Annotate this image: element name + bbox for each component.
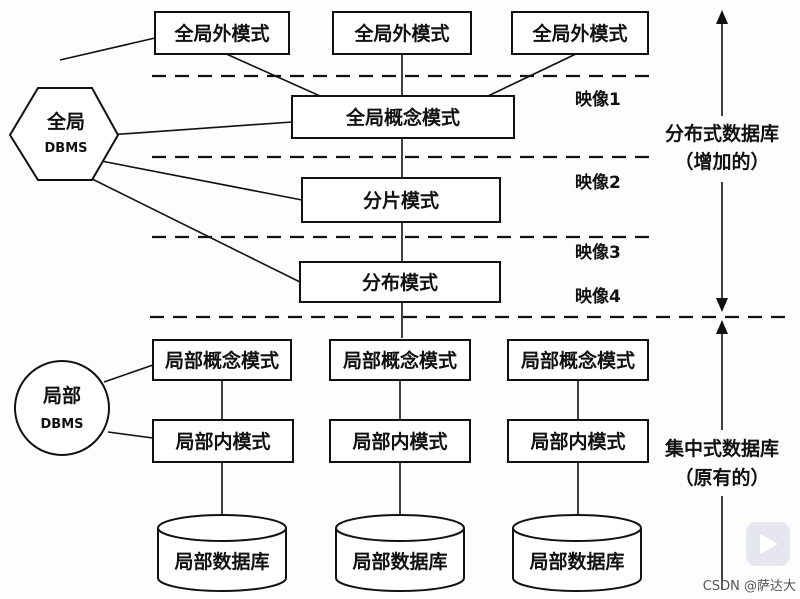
local-internal-schema-label: 局部内模式 [352,430,447,453]
distribution-schema-label: 分布模式 [362,271,438,294]
local-dbms-label: 局部 [43,384,81,407]
mapping-label-1: 映像1 [575,89,621,110]
global-dbms-sublabel: DBMS [45,141,88,156]
connector-gdbms-ext [59,37,156,61]
fragment-schema-label: 分片模式 [363,189,439,212]
distributed-label-line1: 分布式数据库 [665,122,779,145]
external-schema-2: 全局外模式 [332,11,472,55]
global-dbms-label: 全局 [46,110,85,133]
local-dbms-circle: 局部 DBMS [14,360,110,456]
local-database-label: 局部数据库 [174,550,269,573]
connector-lines [59,37,581,520]
distributed-label-line2: （增加的） [674,150,769,173]
local-database-3: 局部数据库 [512,514,642,592]
connector-ldbms-lcs [103,364,154,383]
centralized-database-label: 集中式数据库 （原有的） [662,430,782,496]
connector-ext1-gcs [221,51,321,97]
global-conceptual-schema-label: 全局概念模式 [345,106,460,129]
fragment-schema-box: 分片模式 [301,177,501,223]
local-database-label: 局部数据库 [529,550,624,573]
external-schema-label: 全局外模式 [353,22,449,45]
local-conceptual-schema-3: 局部概念模式 [507,339,649,381]
play-triangle-icon [760,534,778,554]
distribution-schema-box: 分布模式 [299,261,501,303]
local-internal-schema-3: 局部内模式 [507,419,649,463]
dashed-separators [150,74,785,319]
local-internal-schema-label: 局部内模式 [530,430,625,453]
local-database-label: 局部数据库 [352,550,447,573]
external-schema-3: 全局外模式 [511,11,649,55]
connector-ldbms-lis [107,431,154,439]
watermark-text: CSDN @萨达大 [703,579,796,594]
global-dbms-hexagon: 全局 DBMS [8,87,120,181]
external-schema-label: 全局外模式 [531,22,627,45]
local-database-2: 局部数据库 [335,514,465,592]
centralized-label-line2: （原有的） [674,466,769,489]
external-schema-1: 全局外模式 [154,11,290,55]
external-schema-label: 全局外模式 [173,22,269,45]
connector-gdbms-distribution [77,171,301,283]
connector-gdbms-gcs [107,121,293,136]
global-conceptual-schema-box: 全局概念模式 [291,95,515,139]
mapping-label-3: 映像3 [575,242,621,263]
connector-ext3-gcs [487,51,581,97]
local-internal-schema-label: 局部内模式 [175,430,270,453]
local-conceptual-schema-label: 局部概念模式 [165,349,279,372]
local-conceptual-schema-2: 局部概念模式 [329,339,471,381]
centralized-label-line1: 集中式数据库 [664,437,779,460]
local-conceptual-schema-1: 局部概念模式 [152,339,292,381]
watermark: CSDN @萨达大 [703,522,796,594]
distributed-database-label: 分布式数据库 （增加的） [662,116,782,182]
mapping-label-2: 映像2 [575,172,621,193]
connector-gdbms-fragment [95,159,303,201]
local-conceptual-schema-label: 局部概念模式 [521,349,635,372]
local-dbms-sublabel: DBMS [41,417,84,432]
local-database-1: 局部数据库 [157,514,287,592]
local-internal-schema-1: 局部内模式 [152,419,294,463]
local-internal-schema-2: 局部内模式 [329,419,471,463]
mapping-label-4: 映像4 [575,286,621,307]
local-conceptual-schema-label: 局部概念模式 [343,349,457,372]
